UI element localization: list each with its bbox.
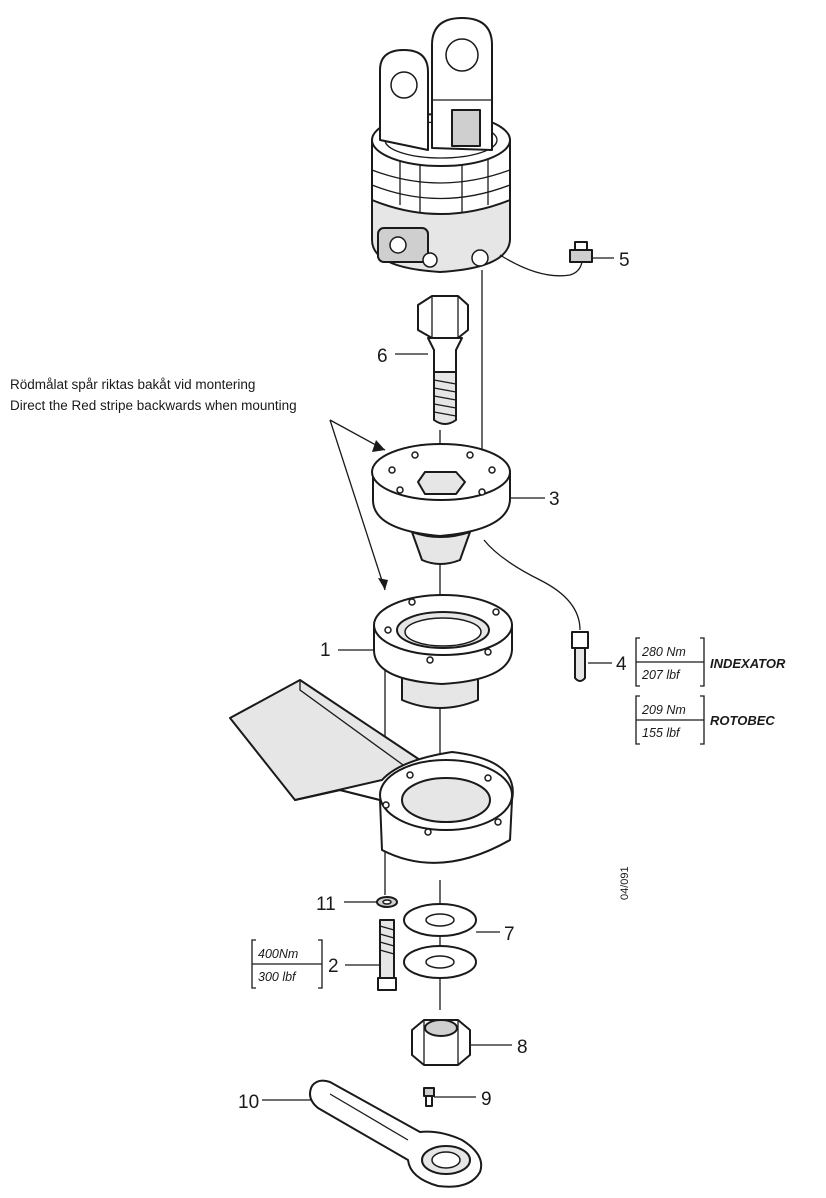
drawing-code: 04/091: [619, 866, 631, 900]
brand-indexator: INDEXATOR: [710, 656, 786, 671]
callout-9: 9: [481, 1089, 492, 1110]
torque-nm-indexator: 280 Nm: [641, 645, 686, 659]
callout-6: 6: [377, 346, 388, 367]
callout-8: 8: [517, 1037, 528, 1058]
part-10-wrench: [309, 1079, 483, 1188]
callout-1: 1: [320, 640, 331, 661]
part-8-nut: [411, 1019, 471, 1066]
part-5-nipple: [499, 241, 593, 277]
torque-nm-part2: 400Nm: [258, 947, 298, 961]
callout-3: 3: [549, 489, 560, 510]
part-1-flange: [373, 594, 513, 709]
callout-11: 11: [316, 894, 336, 915]
torque-box-rotobec: 209 Nm 155 lbf ROTOBEC: [635, 695, 775, 745]
brand-rotobec: ROTOBEC: [710, 713, 775, 728]
rotator: [371, 17, 511, 273]
torque-nm-rotobec: 209 Nm: [641, 703, 686, 717]
part-2-bolt: [377, 919, 397, 991]
torque-lbf-indexator: 207 lbf: [641, 668, 681, 682]
part-6-bolt: [417, 295, 469, 425]
note-english: Direct the Red stripe backwards when mou…: [10, 398, 297, 413]
callout-2: 2: [328, 956, 339, 977]
callout-10: 10: [238, 1092, 259, 1113]
part-4-bolt: [483, 539, 589, 682]
callout-4: 4: [616, 654, 627, 675]
part-7-washers: [403, 903, 477, 979]
callout-5: 5: [619, 250, 630, 271]
torque-lbf-part2: 300 lbf: [258, 970, 297, 984]
callout-leaders: [262, 257, 614, 1101]
part-11-washer: [376, 896, 398, 908]
crane-boom-tip: [229, 679, 514, 864]
torque-lbf-rotobec: 155 lbf: [642, 726, 681, 740]
note-swedish: Rödmålat spår riktas bakåt vid montering: [10, 377, 255, 392]
part-3-flange: [371, 443, 511, 565]
note-arrows: [329, 419, 388, 591]
part-9-screw: [423, 1087, 435, 1107]
torque-box-part2: 400Nm 300 lbf: [251, 939, 323, 989]
torque-box-indexator: 280 Nm 207 lbf INDEXATOR: [635, 637, 786, 687]
callout-7: 7: [504, 924, 515, 945]
